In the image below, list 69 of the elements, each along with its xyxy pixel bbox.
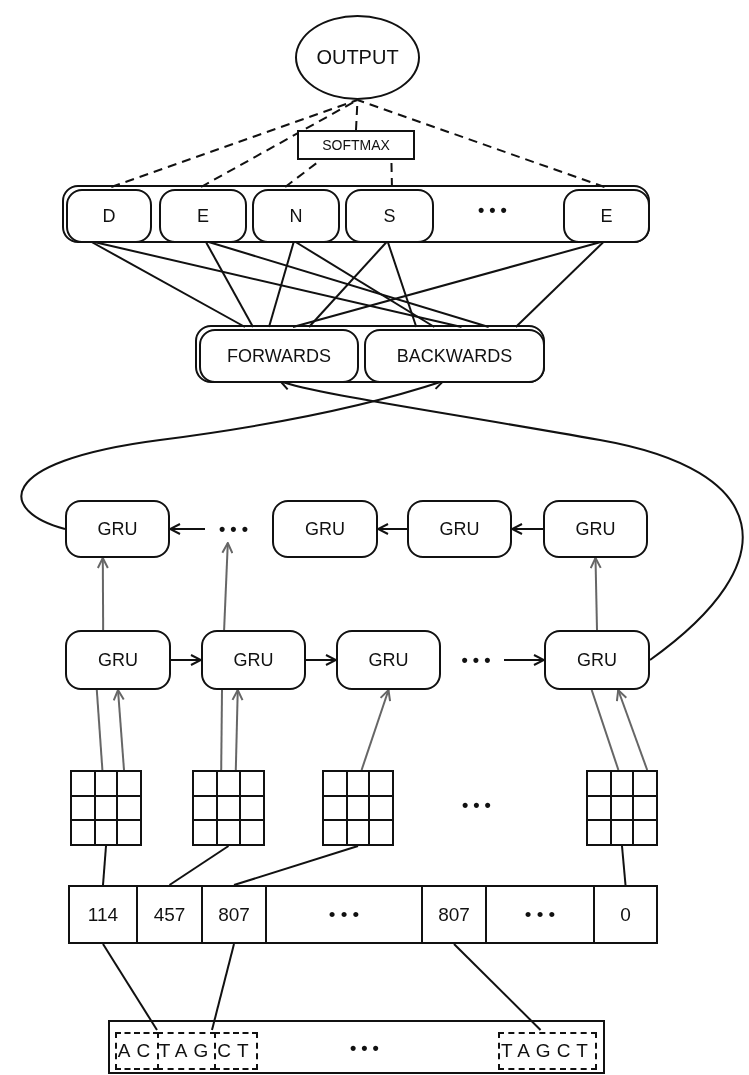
connector-line xyxy=(268,240,295,328)
kmer-box: TAGCT xyxy=(498,1032,597,1070)
kmer-box: AC xyxy=(115,1032,159,1070)
arrow xyxy=(170,654,202,666)
connector-line xyxy=(95,689,104,771)
gru-box: GRU xyxy=(201,630,306,690)
token-cell: 457 xyxy=(136,885,203,944)
unit-box: N xyxy=(252,189,340,243)
connector-line xyxy=(386,240,418,328)
unit-box: E xyxy=(563,189,650,243)
token-cell: • • • xyxy=(485,885,595,944)
arrow xyxy=(615,689,649,771)
layer-band xyxy=(195,325,545,383)
arrow xyxy=(169,523,206,535)
token-cell: 0 xyxy=(593,885,658,944)
gru-box: GRU xyxy=(407,500,512,558)
arrow xyxy=(221,542,234,631)
softmax-box: SOFTMAX xyxy=(297,130,415,160)
connector-line xyxy=(293,240,436,328)
ellipsis: • • • xyxy=(448,646,504,674)
unit-box: FORWARDS xyxy=(199,329,359,383)
gru-box: GRU xyxy=(272,500,378,558)
kmer-box: TAG xyxy=(157,1032,216,1070)
connector-line xyxy=(514,240,606,328)
token-cell: 114 xyxy=(68,885,138,944)
connector-line xyxy=(621,845,627,886)
token-cell: 807 xyxy=(421,885,487,944)
arrow xyxy=(231,689,244,771)
kmer-box: CT xyxy=(214,1032,258,1070)
unit-box: BACKWARDS xyxy=(364,329,545,383)
ellipsis: • • • xyxy=(462,795,491,816)
gru-box: GRU xyxy=(65,630,171,690)
connector-line xyxy=(102,845,107,886)
layer-band xyxy=(62,185,650,243)
dashed-line xyxy=(110,99,359,188)
matrix-grid xyxy=(192,770,265,846)
token-cell: • • • xyxy=(265,885,423,944)
connector-line xyxy=(168,845,230,886)
gru-box: GRU xyxy=(543,500,648,558)
dashed-line xyxy=(356,99,606,188)
connector-line xyxy=(308,240,389,328)
connector-line xyxy=(233,845,359,886)
arrow xyxy=(503,654,545,666)
connector-line xyxy=(211,943,235,1031)
gru-box: GRU xyxy=(336,630,441,690)
arrow xyxy=(377,523,408,535)
gru-box: GRU xyxy=(65,500,170,558)
token-cell: 807 xyxy=(201,885,267,944)
ellipsis: • • • xyxy=(350,1038,379,1059)
ellipsis: • • • xyxy=(478,200,507,221)
sequence-box xyxy=(108,1020,605,1074)
matrix-grid xyxy=(586,770,658,846)
arrow xyxy=(305,654,337,666)
matrix-grid xyxy=(322,770,394,846)
unit-box: S xyxy=(345,189,434,243)
matrix-grid xyxy=(70,770,142,846)
output-ellipse: OUTPUT xyxy=(295,15,420,100)
connector-line xyxy=(220,689,223,771)
arrow xyxy=(360,689,392,771)
ellipsis: • • • xyxy=(205,515,262,543)
connector-line xyxy=(590,689,620,771)
arrow xyxy=(96,557,109,631)
unit-box: D xyxy=(66,189,152,243)
connector-line xyxy=(204,240,254,328)
unit-box: E xyxy=(159,189,247,243)
arrow xyxy=(112,689,125,771)
arrow xyxy=(511,523,544,535)
gru-box: GRU xyxy=(544,630,650,690)
arrow xyxy=(589,557,602,631)
